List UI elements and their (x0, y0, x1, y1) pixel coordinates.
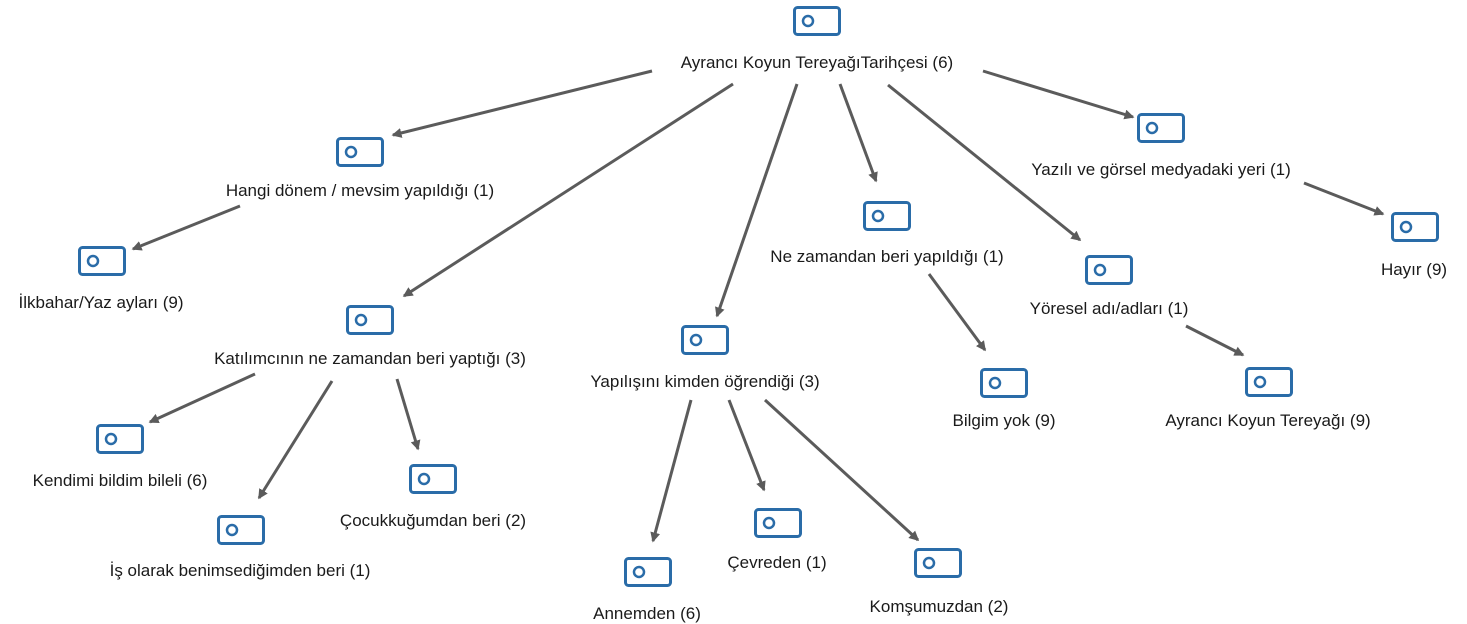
code-node-icon (863, 201, 911, 231)
edge-yazili-to-hayir (1303, 181, 1385, 216)
code-node-icon (1245, 367, 1293, 397)
node-komsu[interactable]: Komşumuzdan (2) (870, 548, 1009, 617)
node-label-ilkbahar: İlkbahar/Yaz ayları (9) (18, 293, 183, 312)
node-yazili[interactable]: Yazılı ve görsel medyadaki yeri (1) (1031, 113, 1291, 180)
node-label-yapilis: Yapılışını kimden öğrendiği (3) (590, 372, 819, 391)
edge-yoresel-to-ayranci (1185, 324, 1245, 357)
node-label-katilimci: Katılımcının ne zamandan beri yaptığı (3… (214, 349, 526, 368)
node-cocuk[interactable]: Çocukkuğumdan beri (2) (340, 464, 526, 531)
edge-root-to-hangi (391, 69, 653, 138)
edge-root-to-nezaman (838, 83, 878, 183)
node-nezaman[interactable]: Ne zamandan beri yapıldığı (1) (770, 201, 1004, 267)
code-node-icon (346, 305, 394, 335)
code-node-icon (96, 424, 144, 454)
node-yoresel[interactable]: Yöresel adı/adları (1) (1030, 255, 1189, 319)
code-node-icon (1137, 113, 1185, 143)
node-label-ayranci: Ayrancı Koyun Tereyağı (9) (1165, 411, 1370, 430)
code-node-icon (754, 508, 802, 538)
edge-katilimci-to-is (257, 380, 334, 500)
node-ayranci[interactable]: Ayrancı Koyun Tereyağı (9) (1165, 367, 1371, 431)
node-label-kendimi: Kendimi bildim bileli (6) (33, 471, 208, 490)
node-label-is: İş olarak benimsediğimden beri (1) (110, 561, 371, 580)
code-node-icon (914, 548, 962, 578)
code-node-icon (217, 515, 265, 545)
code-node-icon (624, 557, 672, 587)
node-hayir[interactable]: Hayır (9) (1381, 212, 1447, 280)
edge-root-to-katilimci (402, 82, 734, 298)
node-ilkbahar[interactable]: İlkbahar/Yaz ayları (9) (18, 246, 184, 313)
edge-yapilis-to-cevre (727, 399, 766, 492)
code-node-icon (793, 6, 841, 36)
node-label-root: Ayrancı Koyun TereyağıTarihçesi (6) (681, 53, 953, 72)
node-kendimi[interactable]: Kendimi bildim bileli (6) (33, 424, 208, 491)
edge-katilimci-to-kendimi (148, 372, 256, 424)
node-label-annem: Annemden (6) (593, 604, 701, 623)
node-label-bilgim: Bilgim yok (9) (953, 411, 1056, 430)
edge-root-to-yazili (982, 69, 1135, 120)
node-label-komsu: Komşumuzdan (2) (870, 597, 1009, 616)
code-node-icon (980, 368, 1028, 398)
node-label-nezaman: Ne zamandan beri yapıldığı (1) (770, 247, 1003, 266)
code-node-icon (1391, 212, 1439, 242)
edge-katilimci-to-cocuk (395, 378, 421, 451)
code-node-icon (409, 464, 457, 494)
node-label-cevre: Çevreden (1) (727, 553, 826, 572)
node-label-yoresel: Yöresel adı/adları (1) (1030, 299, 1189, 318)
node-hangi[interactable]: Hangi dönem / mevsim yapıldığı (1) (226, 137, 494, 201)
edge-hangi-to-ilkbahar (131, 204, 241, 251)
code-node-icon (336, 137, 384, 167)
edge-root-to-yapilis (715, 83, 799, 318)
node-yapilis[interactable]: Yapılışını kimden öğrendiği (3) (590, 325, 820, 392)
node-katilimci[interactable]: Katılımcının ne zamandan beri yaptığı (3… (214, 305, 526, 369)
code-node-icon (681, 325, 729, 355)
node-label-yazili: Yazılı ve görsel medyadaki yeri (1) (1031, 160, 1291, 179)
node-cevre[interactable]: Çevreden (1) (727, 508, 827, 573)
edge-nezaman-to-bilgim (927, 273, 987, 352)
node-label-hangi: Hangi dönem / mevsim yapıldığı (1) (226, 181, 494, 200)
node-label-hayir: Hayır (9) (1381, 260, 1447, 279)
code-node-icon (78, 246, 126, 276)
edge-yapilis-to-komsu (763, 398, 920, 542)
node-label-cocuk: Çocukkuğumdan beri (2) (340, 511, 526, 530)
node-bilgim[interactable]: Bilgim yok (9) (953, 368, 1056, 431)
edge-root-to-yoresel (887, 83, 1082, 242)
code-node-icon (1085, 255, 1133, 285)
node-root[interactable]: Ayrancı Koyun TereyağıTarihçesi (6) (681, 6, 953, 73)
node-is[interactable]: İş olarak benimsediğimden beri (1) (110, 515, 371, 581)
edge-yapilis-to-annem (650, 399, 693, 543)
node-annem[interactable]: Annemden (6) (593, 557, 701, 624)
